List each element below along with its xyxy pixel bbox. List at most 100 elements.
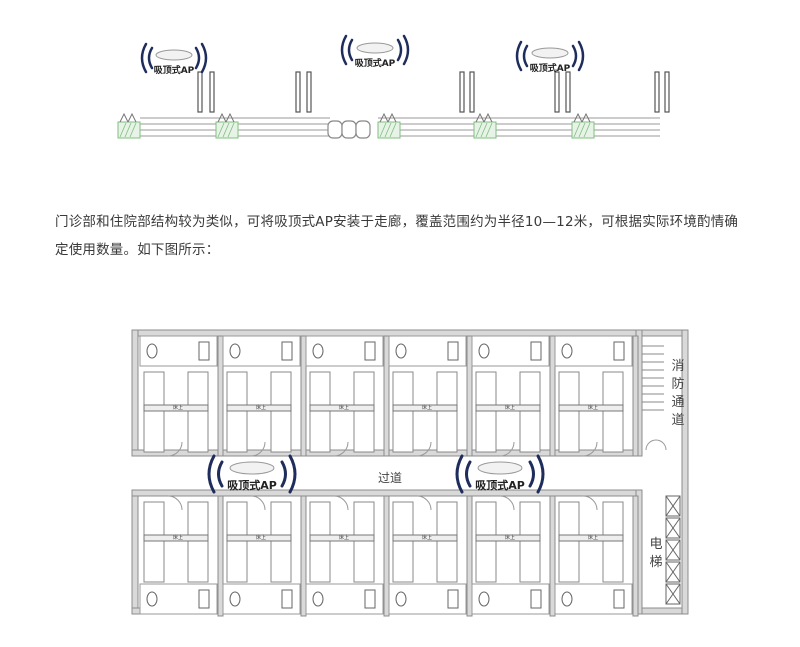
bed-label: 床上: [256, 404, 266, 411]
ap-device-icon: [477, 461, 523, 475]
fire-passage-char: 消: [671, 359, 684, 374]
door-arc: [250, 441, 266, 457]
wall-segment: [131, 489, 139, 615]
door-arc: [416, 441, 432, 457]
bed-label: 床上: [588, 534, 598, 541]
bed: [558, 371, 580, 453]
bed: [353, 501, 375, 583]
toilet-icon: [561, 591, 573, 607]
bedside-rail: [558, 404, 624, 412]
sink-icon: [198, 341, 210, 361]
bedside-rail: [475, 534, 541, 542]
top-ap-label: 吸顶式AP: [355, 57, 396, 69]
bedside-rail: [475, 404, 541, 412]
bed-label: 床上: [339, 534, 349, 541]
top-ap-2: 吸顶式AP: [340, 34, 410, 69]
wifi-icon: [207, 454, 297, 494]
bed: [143, 501, 165, 583]
bed: [270, 371, 292, 453]
ap-device-icon: [356, 42, 394, 54]
top-pillars: [197, 71, 670, 113]
toilet-icon: [561, 343, 573, 359]
top-rail-group: [140, 117, 660, 137]
room-partition: [466, 495, 473, 617]
ward-room: 床上: [222, 495, 307, 617]
description-line-2: 定使用数量。如下图所示：: [55, 242, 220, 258]
wifi-icon: [140, 42, 208, 74]
staircase: [642, 345, 667, 451]
bed: [187, 371, 209, 453]
ward-room: 床上: [471, 495, 556, 617]
bed: [519, 501, 541, 583]
bed-label: 床上: [256, 534, 266, 541]
top-bed-blocks: [117, 112, 595, 139]
bed: [519, 371, 541, 453]
ward-room: 床上: [388, 335, 473, 457]
toilet-icon: [312, 591, 324, 607]
room-partition: [632, 335, 639, 457]
sink-icon: [530, 589, 542, 609]
corridor-label: 过道: [378, 471, 402, 485]
bed: [143, 371, 165, 453]
ap-device-icon: [229, 461, 275, 475]
bed-label: 床上: [588, 404, 598, 411]
bed: [602, 501, 624, 583]
sink-icon: [530, 341, 542, 361]
description-paragraph: 门诊部和住院部结构较为类似，可将吸顶式AP安装于走廊，覆盖范围约为半径10—12…: [55, 208, 767, 264]
toilet-icon: [312, 343, 324, 359]
sink-icon: [364, 589, 376, 609]
sink-icon: [447, 341, 459, 361]
elevator-cross: [665, 539, 681, 561]
door-arc: [333, 495, 349, 511]
room-partition: [217, 495, 224, 617]
bedside-rail: [392, 404, 458, 412]
wifi-icon: [340, 34, 410, 66]
door-arc: [250, 495, 266, 511]
elevator-label: 电 梯: [649, 537, 662, 570]
toilet-icon: [146, 591, 158, 607]
elevator-cross: [665, 561, 681, 583]
bed: [602, 371, 624, 453]
fire-passage-label: 消 防 通 道: [671, 359, 684, 428]
wifi-icon: [455, 454, 545, 494]
wall-segment: [131, 329, 139, 457]
ward-room: 床上: [222, 335, 307, 457]
elevator-cross: [665, 583, 681, 605]
ap-device-icon: [155, 49, 193, 61]
ward-room: 床上: [554, 335, 639, 457]
bedside-rail: [392, 534, 458, 542]
sink-icon: [613, 341, 625, 361]
bed: [392, 501, 414, 583]
bed: [187, 501, 209, 583]
wall-segment: [131, 329, 689, 337]
door-arc: [416, 495, 432, 511]
toilet-icon: [395, 591, 407, 607]
bed: [475, 371, 497, 453]
ward-room: 床上: [305, 495, 390, 617]
bedside-rail: [309, 404, 375, 412]
bedside-rail: [226, 404, 292, 412]
toilet-icon: [229, 591, 241, 607]
bed-label: 床上: [339, 404, 349, 411]
door-arc: [499, 495, 515, 511]
description-line-1: 门诊部和住院部结构较为类似，可将吸顶式AP安装于走廊，覆盖范围约为半径10—12…: [55, 214, 739, 230]
ward-room: 床上: [554, 495, 639, 617]
wifi-icon: [515, 40, 585, 72]
room-partition: [300, 335, 307, 457]
top-layout-diagram: 吸顶式AP 吸顶式AP 吸顶式AP: [117, 34, 670, 139]
top-ap-3: 吸顶式AP: [515, 40, 585, 74]
toilet-icon: [478, 343, 490, 359]
wall-segment: [131, 489, 643, 497]
door-arc: [167, 441, 183, 457]
door-arc: [333, 441, 349, 457]
bed: [353, 371, 375, 453]
room-partition: [632, 495, 639, 617]
door-arc: [582, 495, 598, 511]
door-arc: [582, 441, 598, 457]
elevator-shafts: [665, 495, 681, 605]
bed: [392, 371, 414, 453]
toilet-icon: [395, 343, 407, 359]
sink-icon: [364, 341, 376, 361]
top-ap-label: 吸顶式AP: [530, 62, 571, 74]
